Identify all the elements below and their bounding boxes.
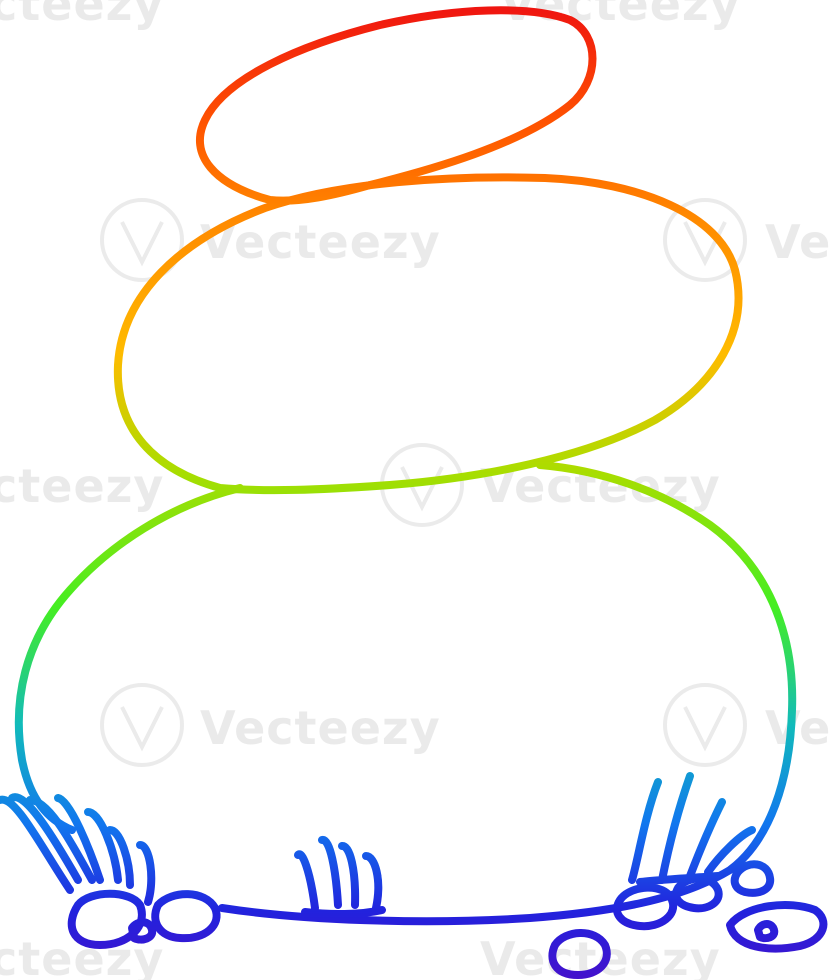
watermark-text: Vecteezy bbox=[200, 215, 441, 269]
grass-tuft-middle bbox=[294, 836, 386, 919]
pebble bbox=[730, 860, 775, 897]
grass-tuft-left bbox=[0, 793, 156, 906]
pebble bbox=[128, 918, 157, 944]
pebble bbox=[726, 901, 828, 953]
watermark-text: Vecteezy bbox=[200, 701, 441, 755]
watermark-text: Ve bbox=[765, 215, 831, 269]
watermark-text: cteezy bbox=[0, 0, 164, 31]
vecteezy-v-badge-icon bbox=[100, 683, 184, 767]
watermark-text: cteezy bbox=[0, 459, 164, 513]
ground-details bbox=[0, 772, 828, 979]
grass-tuft-right bbox=[628, 772, 756, 886]
middle-stone bbox=[113, 173, 743, 495]
stone-stack bbox=[14, 6, 797, 926]
bottom-stone bbox=[14, 461, 797, 926]
top-stone bbox=[196, 6, 597, 205]
pebble bbox=[151, 890, 221, 943]
pebble bbox=[548, 929, 611, 979]
vecteezy-v-badge-icon bbox=[100, 198, 184, 282]
pebble bbox=[612, 883, 678, 931]
vecteezy-v-badge-icon bbox=[663, 683, 747, 767]
watermark-text: Ve bbox=[765, 701, 831, 755]
pebble bbox=[672, 874, 723, 913]
pebble bbox=[754, 920, 779, 943]
